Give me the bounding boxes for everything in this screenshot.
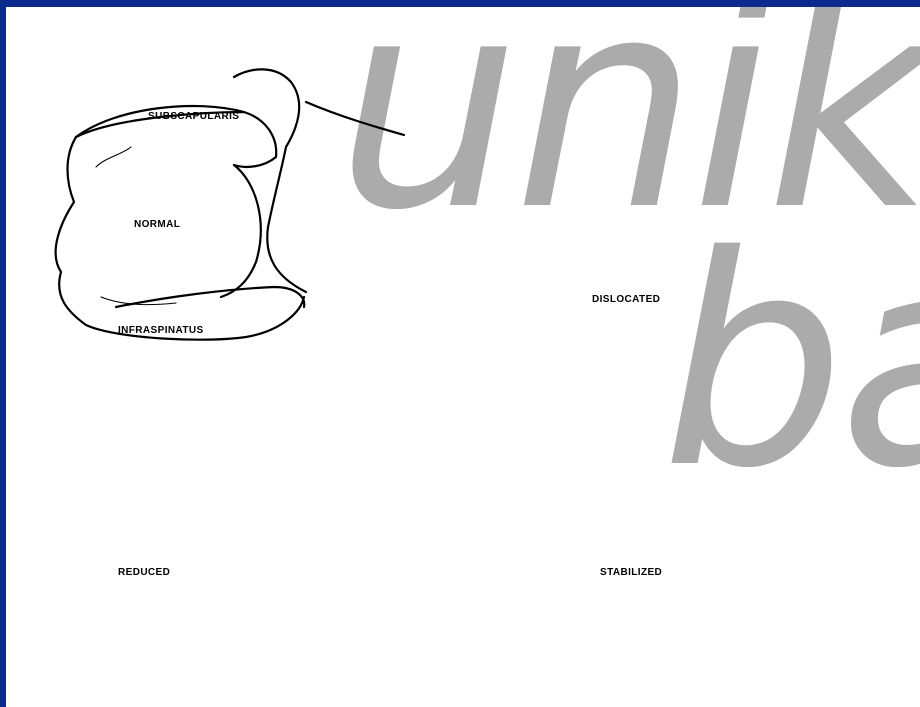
normal-glenoid <box>221 165 261 297</box>
shoulder-illustration <box>6 7 920 707</box>
label-infraspinatus: INFRASPINATUS <box>118 325 204 336</box>
normal-scapula <box>234 69 306 292</box>
slide-canvas: unikl ba <box>6 7 920 707</box>
panel-normal-drawing <box>56 69 404 339</box>
label-stabilized: STABILIZED <box>600 567 662 578</box>
normal-scapula-edge <box>306 102 404 135</box>
label-subscapularis: SUBSCAPULARIS <box>148 111 239 122</box>
label-dislocated: DISLOCATED <box>592 294 660 305</box>
label-normal: NORMAL <box>134 219 180 230</box>
label-reduced: REDUCED <box>118 567 170 578</box>
